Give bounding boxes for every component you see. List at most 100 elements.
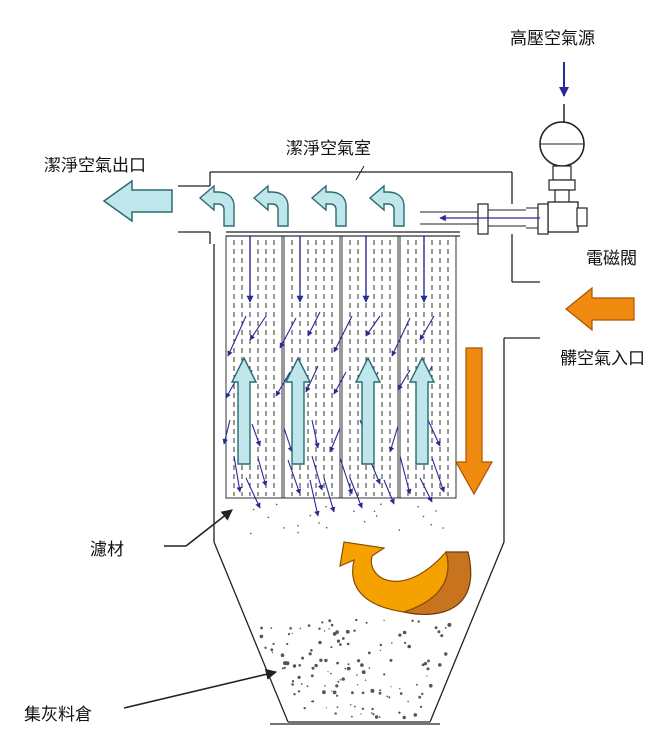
dust-particle bbox=[378, 716, 381, 718]
dust-particle bbox=[419, 705, 423, 709]
pulse-flow-arrow bbox=[419, 477, 433, 503]
dust-particle bbox=[380, 503, 382, 506]
dust-particle bbox=[339, 643, 342, 646]
pulse-flow-arrow bbox=[333, 371, 347, 395]
dust-particle bbox=[318, 640, 322, 645]
dust-particle bbox=[310, 674, 314, 678]
dust-particle bbox=[429, 683, 433, 688]
label-filter-media: 濾材 bbox=[90, 540, 124, 560]
dust-particle bbox=[402, 630, 407, 635]
pulse-flow-arrow bbox=[305, 365, 319, 393]
dust-particle bbox=[336, 661, 339, 665]
dust-particle bbox=[337, 641, 339, 643]
dust-particle bbox=[398, 711, 401, 714]
pulse-flow-arrow bbox=[233, 455, 242, 493]
dust-particle bbox=[378, 691, 382, 695]
dust-particle bbox=[281, 667, 284, 670]
upward-clean-air-arrow bbox=[230, 356, 258, 465]
dust-particle bbox=[270, 627, 273, 629]
dust-particle bbox=[326, 707, 328, 709]
dust-particle bbox=[327, 671, 329, 673]
dust-particle bbox=[283, 527, 285, 529]
dust-particle bbox=[390, 686, 392, 688]
dust-particle bbox=[336, 694, 339, 697]
dust-particle bbox=[291, 683, 294, 686]
pulse-flow-arrows bbox=[222, 236, 445, 517]
dust-particle bbox=[344, 667, 347, 670]
pulse-flow-arrow bbox=[388, 425, 399, 453]
pulse-flow-arrow bbox=[427, 419, 441, 447]
pulse-flow-arrow bbox=[399, 455, 412, 495]
dust-particle bbox=[416, 683, 418, 686]
dust-particle bbox=[403, 641, 406, 644]
dust-particle bbox=[336, 639, 341, 643]
dust-particle bbox=[306, 685, 309, 688]
dust-particle bbox=[435, 510, 437, 512]
dust-particle bbox=[383, 673, 386, 676]
dust-particle bbox=[418, 695, 422, 699]
dust-particle bbox=[379, 689, 382, 692]
dust-particle bbox=[297, 690, 301, 693]
dust-particle bbox=[301, 656, 305, 660]
pulse-flow-arrow bbox=[329, 427, 341, 453]
clean-air-outlet-arrow bbox=[102, 179, 173, 223]
swirl-arrow bbox=[339, 541, 472, 615]
dust-particle bbox=[249, 532, 252, 535]
dust-particle bbox=[426, 675, 428, 677]
dust-particle bbox=[399, 692, 403, 695]
dust-particle bbox=[299, 627, 302, 630]
dirty-air-inlet-arrow bbox=[565, 286, 635, 332]
dust-particle bbox=[367, 651, 371, 655]
dust-particle bbox=[336, 706, 339, 708]
pulse-flow-arrow bbox=[333, 315, 353, 353]
dust-particle bbox=[346, 642, 350, 646]
upward-clean-air-arrow bbox=[284, 356, 312, 465]
pulse-flow-arrow bbox=[245, 477, 261, 509]
pulse-flow-arrow bbox=[249, 315, 267, 341]
dust-particle bbox=[386, 695, 389, 698]
dust-particle bbox=[291, 632, 293, 635]
dust-particle bbox=[270, 648, 274, 652]
dust-particle bbox=[360, 663, 364, 667]
dust-particle bbox=[330, 646, 333, 649]
dust-particle bbox=[321, 621, 324, 624]
dust-particle bbox=[341, 637, 345, 640]
dust-particle bbox=[437, 630, 441, 634]
collector-body bbox=[213, 244, 540, 725]
dust-particle bbox=[330, 672, 332, 675]
upward-clean-air-arrow bbox=[408, 356, 436, 465]
dust-particle bbox=[291, 680, 295, 683]
dust-particle bbox=[318, 522, 320, 524]
dust-particle bbox=[354, 705, 356, 708]
pulse-flow-arrow bbox=[251, 423, 261, 447]
dust-particle bbox=[353, 510, 355, 512]
dust-particle bbox=[345, 629, 350, 634]
dust-particle bbox=[398, 633, 402, 637]
dust-particle bbox=[379, 643, 382, 647]
dust-particle bbox=[368, 667, 371, 669]
dust-particle bbox=[375, 515, 378, 517]
dust-particle bbox=[311, 700, 315, 703]
dust-particle bbox=[318, 627, 321, 630]
dust-particles bbox=[249, 503, 452, 720]
dust-particle bbox=[339, 679, 342, 681]
dust-particle bbox=[411, 619, 414, 622]
dust-particle bbox=[324, 685, 326, 687]
clean-air-elbow-arrow bbox=[198, 184, 235, 227]
dust-particle bbox=[363, 520, 366, 523]
pulse-flow-arrow bbox=[311, 455, 324, 491]
pulse-flow-arrow bbox=[222, 419, 231, 445]
dust-particle bbox=[356, 674, 358, 676]
clean-air-elbow-arrows bbox=[198, 184, 405, 227]
dust-particle bbox=[334, 712, 337, 715]
dust-particle bbox=[309, 514, 312, 517]
dust-particle bbox=[372, 713, 375, 716]
pulse-flow-arrow bbox=[419, 315, 435, 341]
dust-particle bbox=[427, 659, 430, 663]
dust-particle bbox=[421, 692, 424, 696]
dust-particle bbox=[283, 661, 287, 666]
dust-particle bbox=[365, 621, 368, 624]
dust-particle bbox=[308, 652, 312, 656]
pulse-flow-arrow bbox=[275, 371, 291, 397]
dust-particle bbox=[356, 684, 359, 686]
